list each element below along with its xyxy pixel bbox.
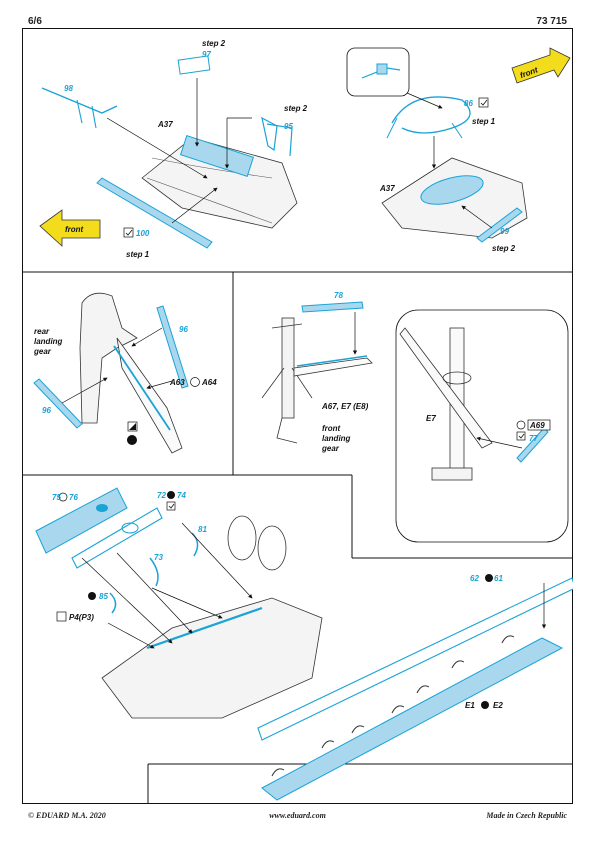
copyright: © EDUARD M.A. 2020 bbox=[28, 811, 106, 820]
page-number: 6/6 bbox=[28, 16, 42, 27]
e2-label: E2 bbox=[493, 701, 503, 710]
reference-label: A67, E7 (E8) bbox=[321, 402, 369, 411]
panel-3: rear landing gear 96 96 A63 A64 bbox=[33, 292, 217, 454]
part-61-label: 61 bbox=[494, 574, 503, 583]
front-arrow-icon bbox=[39, 209, 101, 247]
panel-4: 78 A67, E7 (E8) front landing gear bbox=[261, 291, 373, 453]
paint-symbol-icon bbox=[58, 492, 68, 502]
a69-box bbox=[527, 419, 551, 431]
rear-landing-gear-label-3: gear bbox=[33, 347, 52, 356]
p4-box bbox=[56, 611, 67, 622]
panel-1: 98 97 step 2 A37 step 2 95 front 100 ste… bbox=[39, 39, 308, 259]
step-2b-label: step 2 bbox=[284, 104, 308, 113]
part-96-label-bottom: 96 bbox=[42, 406, 51, 415]
front-arrow-icon bbox=[511, 47, 571, 84]
a37-label: A37 bbox=[157, 120, 173, 129]
a69-label: A69 bbox=[529, 421, 545, 430]
paint-symbol-icon bbox=[167, 491, 175, 499]
part-76-label: 76 bbox=[69, 493, 78, 502]
part-86-label: 86 bbox=[464, 99, 473, 108]
website: www.eduard.com bbox=[269, 811, 326, 820]
e7-detail-inset bbox=[395, 309, 569, 543]
panel-5: E7 A69 77 bbox=[395, 309, 569, 543]
check-icon bbox=[166, 501, 176, 511]
panel-6: 75 76 72 74 81 73 85 P4(P3) bbox=[35, 487, 323, 719]
paint-symbol-icon bbox=[485, 574, 493, 582]
paint-symbol-icon bbox=[88, 592, 96, 600]
document-code: 73 715 bbox=[536, 16, 567, 27]
a63-label: A63 bbox=[169, 378, 185, 387]
part-73-label: 73 bbox=[154, 553, 163, 562]
step-1-label: step 1 bbox=[472, 117, 496, 126]
part-99-label: 99 bbox=[500, 227, 509, 236]
part-98-label: 98 bbox=[64, 84, 73, 93]
part-96-label-top: 96 bbox=[179, 325, 188, 334]
origin: Made in Czech Republic bbox=[486, 811, 567, 820]
check-icon bbox=[516, 431, 526, 441]
part-85-label: 85 bbox=[99, 592, 108, 601]
part-62-label: 62 bbox=[470, 574, 479, 583]
check-icon bbox=[123, 227, 134, 238]
part-100-label: 100 bbox=[136, 229, 150, 238]
part-77-label: 77 bbox=[529, 434, 538, 443]
a37-label: A37 bbox=[379, 184, 395, 193]
e1-label: E1 bbox=[465, 701, 475, 710]
front-landing-gear-label-3: gear bbox=[321, 444, 340, 453]
part-97-label: 97 bbox=[202, 50, 211, 59]
check-icon bbox=[478, 97, 489, 108]
p4-label: P4(P3) bbox=[69, 613, 94, 622]
instruction-sheet: 98 97 step 2 A37 step 2 95 front 100 ste… bbox=[22, 28, 573, 804]
step-2-label: step 2 bbox=[202, 39, 226, 48]
step-1-label: step 1 bbox=[126, 250, 150, 259]
paint-symbol-icon bbox=[127, 435, 137, 445]
rear-landing-gear-label-1: rear bbox=[34, 327, 50, 336]
front-label: front bbox=[65, 225, 84, 234]
part-74-label: 74 bbox=[177, 491, 186, 500]
front-landing-gear-label-1: front bbox=[322, 424, 341, 433]
part-72-label: 72 bbox=[157, 491, 166, 500]
part-78-label: 78 bbox=[334, 291, 343, 300]
e7-label: E7 bbox=[426, 414, 436, 423]
front-landing-gear-label-2: landing bbox=[322, 434, 351, 443]
part-75-label: 75 bbox=[52, 493, 61, 502]
panel-2: front 86 step 1 A37 99 step 2 bbox=[346, 47, 571, 253]
paint-symbol-icon bbox=[481, 701, 489, 709]
part-81-label: 81 bbox=[198, 525, 207, 534]
step-2-label: step 2 bbox=[492, 244, 516, 253]
rear-landing-gear-label-2: landing bbox=[34, 337, 63, 346]
part-95-label: 95 bbox=[284, 122, 293, 131]
panel-7: 62 61 E1 E2 bbox=[257, 574, 573, 801]
paint-symbol-icon bbox=[516, 420, 526, 430]
paint-symbol-icon bbox=[190, 377, 200, 387]
outer-border bbox=[22, 28, 573, 804]
a64-label: A64 bbox=[201, 378, 217, 387]
